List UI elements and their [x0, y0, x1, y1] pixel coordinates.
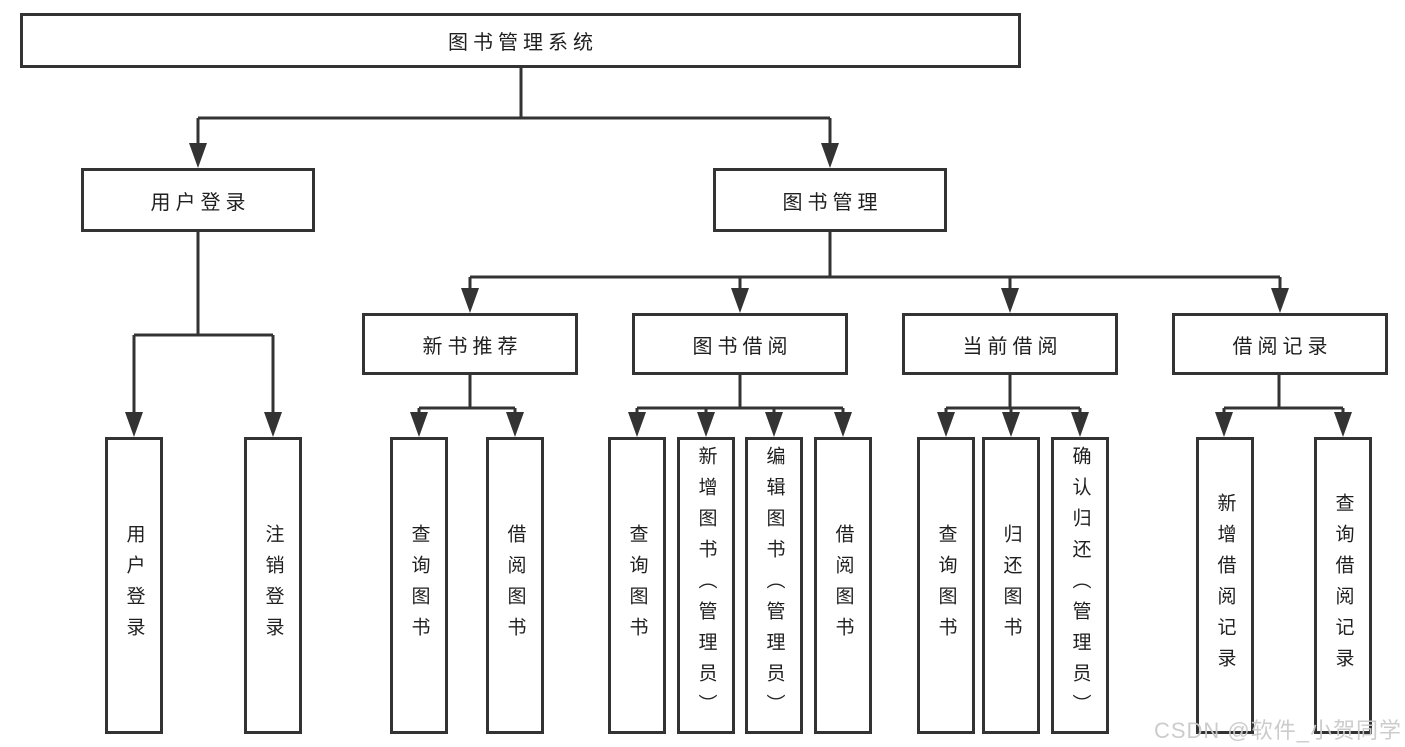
node-book-management-label: 图书管理 — [782, 191, 883, 214]
arrowheads — [125, 143, 1352, 437]
node-new-book-recommend: 新书推荐 — [362, 313, 578, 375]
node-current-borrow: 当前借阅 — [902, 313, 1118, 375]
node-leaf-edit-book-admin-label: 编辑图书（管理员） — [763, 446, 785, 725]
node-leaf-return-book: 归还图书 — [982, 437, 1040, 734]
node-leaf-query-books-2: 查询图书 — [608, 437, 666, 734]
node-leaf-add-book-admin: 新增图书（管理员） — [677, 437, 735, 734]
node-leaf-logout-label: 注销登录 — [262, 523, 284, 648]
node-leaf-add-book-admin-label: 新增图书（管理员） — [695, 446, 717, 725]
node-leaf-return-book-label: 归还图书 — [1000, 523, 1022, 648]
node-leaf-logout: 注销登录 — [244, 437, 302, 734]
node-current-borrow-label: 当前借阅 — [962, 335, 1063, 358]
node-leaf-query-books-3: 查询图书 — [917, 437, 975, 734]
node-new-book-recommend-label: 新书推荐 — [422, 335, 523, 358]
node-library-system-label: 图书管理系统 — [448, 32, 598, 54]
node-library-system: 图书管理系统 — [20, 13, 1021, 68]
node-borrow-records: 借阅记录 — [1172, 313, 1388, 375]
csdn-watermark: CSDN @软件_小贺同学 — [1153, 718, 1402, 743]
node-leaf-confirm-return-admin: 确认归还（管理员） — [1051, 437, 1109, 734]
node-leaf-add-borrow-record: 新增借阅记录 — [1196, 437, 1254, 734]
node-leaf-query-borrow-record: 查询借阅记录 — [1314, 437, 1372, 734]
node-leaf-query-books-3-label: 查询图书 — [935, 523, 957, 648]
node-leaf-borrow-books-2-label: 借阅图书 — [832, 523, 854, 648]
node-leaf-query-books-1-label: 查询图书 — [408, 523, 430, 648]
node-book-management: 图书管理 — [713, 168, 947, 232]
node-leaf-query-books-2-label: 查询图书 — [626, 523, 648, 648]
node-leaf-query-borrow-record-label: 查询借阅记录 — [1332, 492, 1354, 679]
node-leaf-borrow-books-1-label: 借阅图书 — [504, 523, 526, 648]
node-leaf-edit-book-admin: 编辑图书（管理员） — [745, 437, 803, 734]
node-user-login: 用户登录 — [81, 168, 315, 232]
node-leaf-confirm-return-admin-label: 确认归还（管理员） — [1069, 446, 1091, 725]
node-user-login-label: 用户登录 — [150, 191, 251, 214]
node-borrow-records-label: 借阅记录 — [1232, 335, 1333, 358]
node-leaf-user-login: 用户登录 — [105, 437, 163, 734]
node-book-borrow-label: 图书借阅 — [692, 335, 793, 358]
node-leaf-borrow-books-1: 借阅图书 — [486, 437, 544, 734]
node-book-borrow: 图书借阅 — [632, 313, 848, 375]
node-leaf-borrow-books-2: 借阅图书 — [814, 437, 872, 734]
node-leaf-query-books-1: 查询图书 — [390, 437, 448, 734]
node-leaf-add-borrow-record-label: 新增借阅记录 — [1214, 492, 1236, 679]
node-leaf-user-login-label: 用户登录 — [123, 523, 145, 648]
